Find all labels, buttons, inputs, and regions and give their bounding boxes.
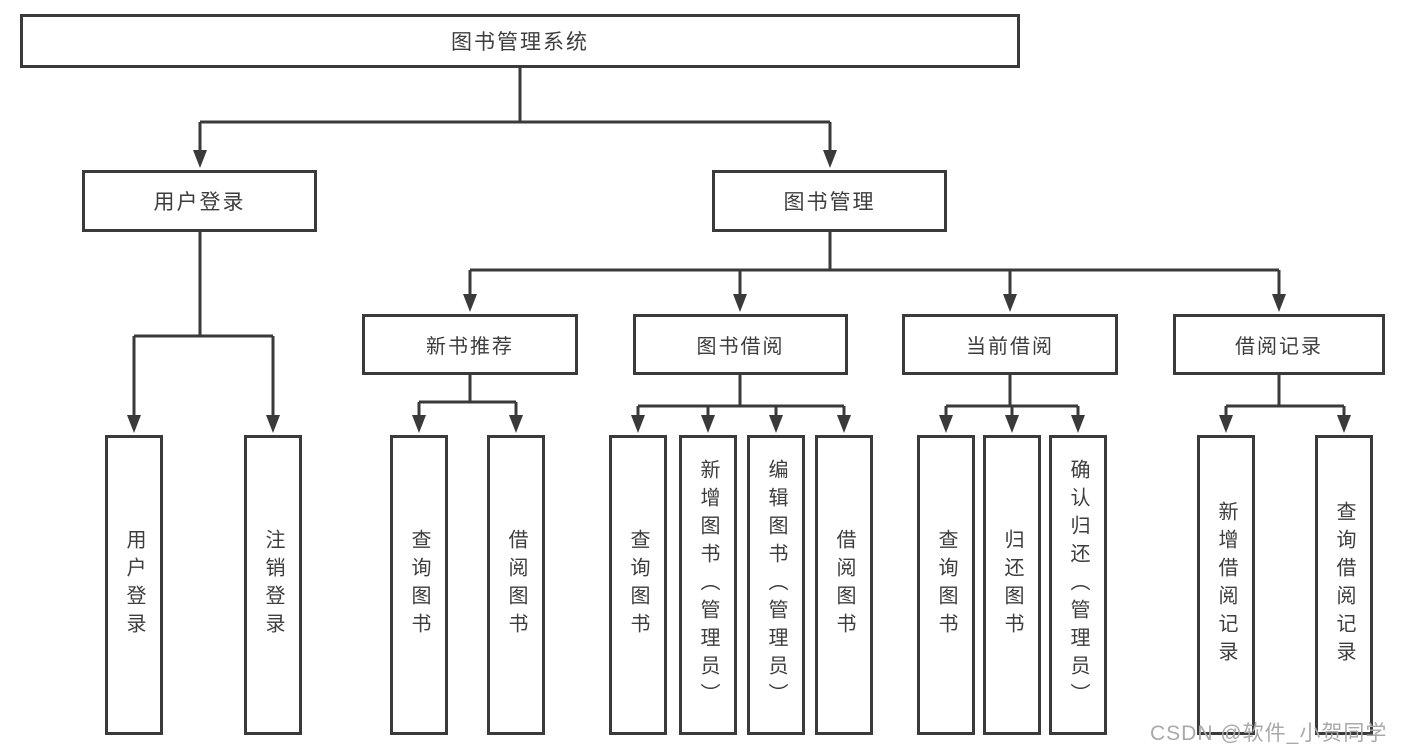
node-leaf-add-borrow-record: 新增借阅记录 xyxy=(1197,435,1255,735)
arrow-down-icon xyxy=(266,415,280,433)
node-leaf-query-books-recommend: 查询图书 xyxy=(390,435,448,735)
node-leaf-logout: 注销登录 xyxy=(244,435,302,735)
node-leaf-add-books-admin: 新增图书（管理员） xyxy=(679,435,737,735)
connector-book-borrow-children xyxy=(631,375,851,433)
node-label: 新增借阅记录 xyxy=(1215,501,1237,669)
arrow-down-icon xyxy=(769,415,783,433)
arrow-down-icon xyxy=(1071,415,1085,433)
node-label: 借阅图书 xyxy=(833,529,855,641)
arrow-down-icon xyxy=(701,415,715,433)
arrow-down-icon xyxy=(1219,415,1233,433)
connector-borrow-records-children xyxy=(1219,375,1351,433)
connector-root-to-level2 xyxy=(193,68,837,168)
arrow-down-icon xyxy=(1005,415,1019,433)
csdn-watermark: CSDN @软件_小贺同学 xyxy=(1150,722,1388,745)
node-root-system: 图书管理系统 xyxy=(20,14,1020,68)
arrow-down-icon xyxy=(1272,294,1286,312)
node-current-borrow: 当前借阅 xyxy=(902,314,1118,375)
node-leaf-borrow-books: 借阅图书 xyxy=(815,435,873,735)
node-leaf-edit-books-admin: 编辑图书（管理员） xyxy=(747,435,805,735)
node-new-book-recommend: 新书推荐 xyxy=(362,314,578,375)
node-user-login: 用户登录 xyxy=(82,170,317,232)
connector-user-login-children xyxy=(127,232,280,433)
node-label: 确认归还（管理员） xyxy=(1067,459,1089,711)
arrow-down-icon xyxy=(631,415,645,433)
arrow-down-icon xyxy=(193,150,207,168)
node-label: 查询图书 xyxy=(627,529,649,641)
arrow-down-icon xyxy=(463,294,477,312)
arrow-down-icon xyxy=(939,415,953,433)
arrow-down-icon xyxy=(1337,415,1351,433)
node-label: 借阅图书 xyxy=(505,529,527,641)
arrow-down-icon xyxy=(823,150,837,168)
node-label: 编辑图书（管理员） xyxy=(765,459,787,711)
connector-current-borrow-children xyxy=(939,375,1085,433)
node-borrow-records: 借阅记录 xyxy=(1173,314,1385,375)
node-label: 用户登录 xyxy=(123,529,145,641)
node-book-borrow: 图书借阅 xyxy=(633,314,848,375)
connector-book-management-children xyxy=(463,232,1286,312)
node-leaf-query-books-borrow: 查询图书 xyxy=(609,435,667,735)
connector-new-book-children xyxy=(412,375,523,433)
arrow-down-icon xyxy=(412,415,426,433)
node-book-management: 图书管理 xyxy=(712,170,947,232)
node-label: 归还图书 xyxy=(1001,529,1023,641)
arrow-down-icon xyxy=(837,415,851,433)
node-leaf-query-books-current: 查询图书 xyxy=(917,435,975,735)
node-label: 查询图书 xyxy=(408,529,430,641)
node-leaf-user-login: 用户登录 xyxy=(105,435,163,735)
arrow-down-icon xyxy=(127,415,141,433)
arrow-down-icon xyxy=(1003,294,1017,312)
node-leaf-confirm-return-admin: 确认归还（管理员） xyxy=(1049,435,1107,735)
node-label: 查询借阅记录 xyxy=(1333,501,1355,669)
node-leaf-borrow-books-recommend: 借阅图书 xyxy=(487,435,545,735)
node-leaf-return-books: 归还图书 xyxy=(983,435,1041,735)
node-label: 查询图书 xyxy=(935,529,957,641)
node-label: 新增图书（管理员） xyxy=(697,459,719,711)
arrow-down-icon xyxy=(733,294,747,312)
node-leaf-query-borrow-record: 查询借阅记录 xyxy=(1315,435,1373,735)
node-label: 注销登录 xyxy=(262,529,284,641)
arrow-down-icon xyxy=(509,415,523,433)
